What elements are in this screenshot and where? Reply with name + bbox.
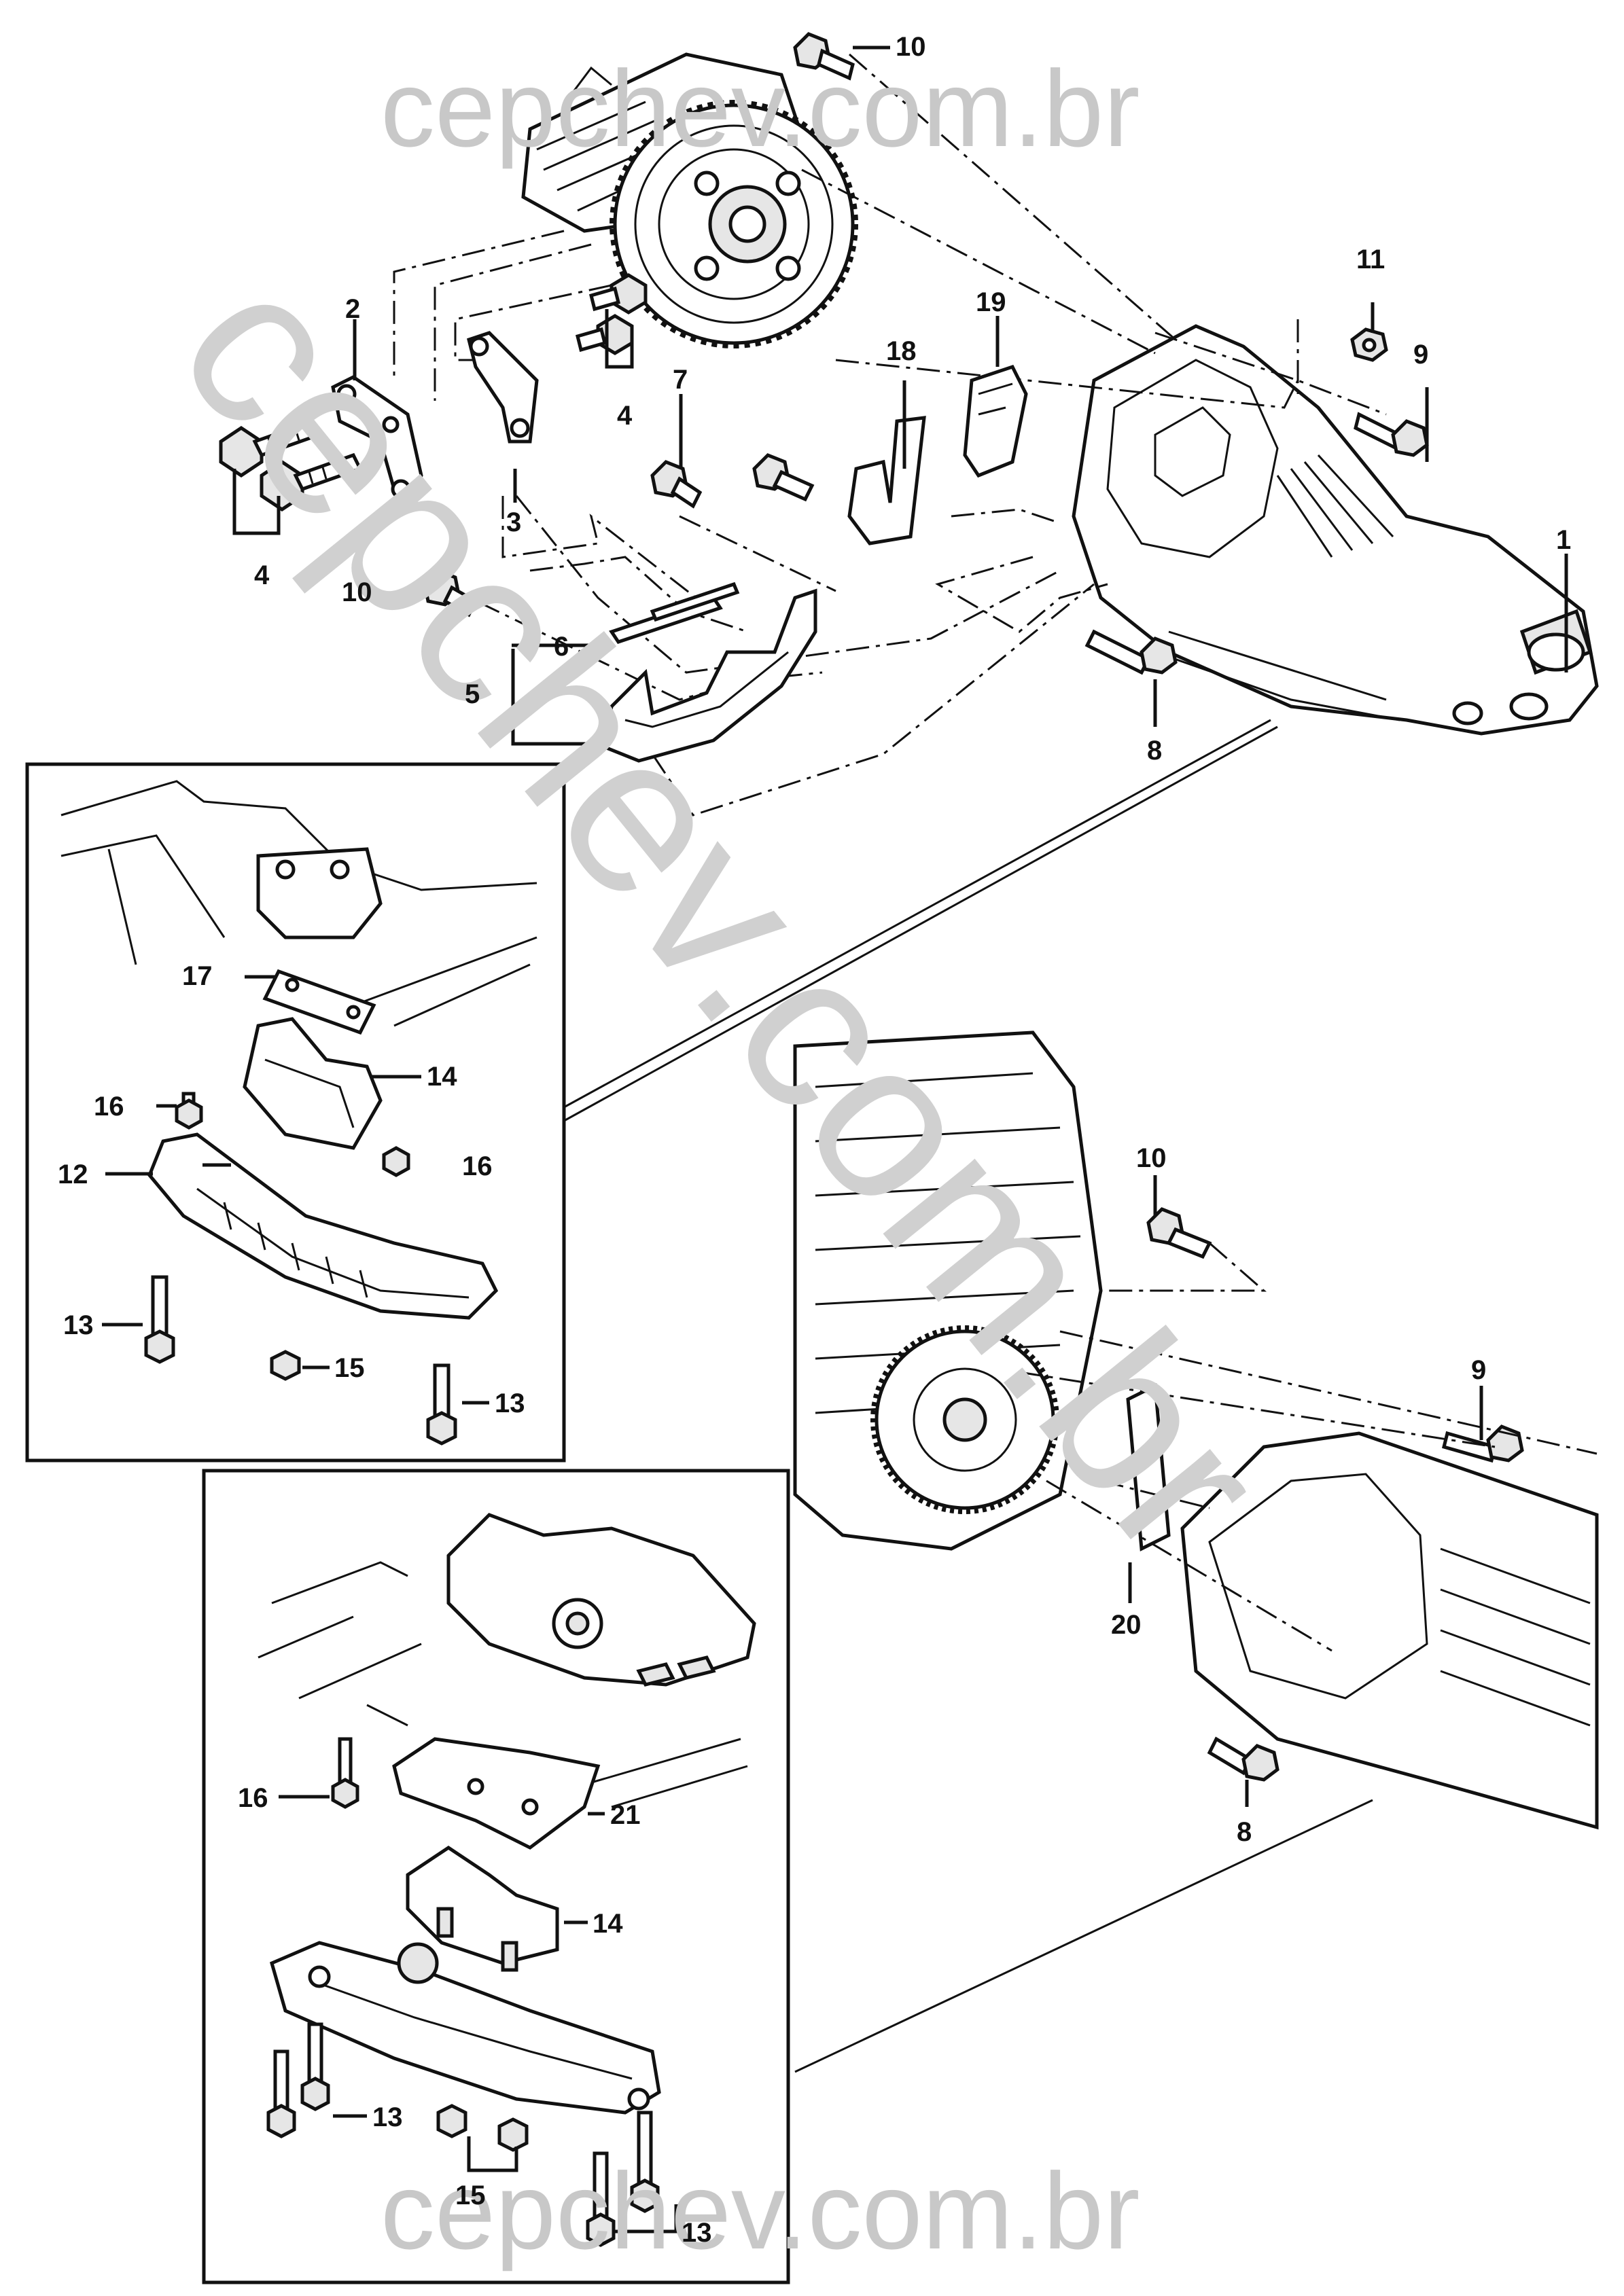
callout-10-top: 10 — [896, 32, 926, 62]
callout-8-top: 8 — [1147, 736, 1162, 766]
callout-13-left-b: 13 — [495, 1388, 525, 1418]
callout-13-bottom-b: 13 — [682, 2218, 712, 2248]
bolts-inset-left — [144, 1092, 457, 1446]
bolt-9-top — [1354, 412, 1429, 457]
bolt-4-left-b — [260, 452, 363, 512]
callout-6: 6 — [554, 632, 569, 662]
watermark-bottom: cepchev.com.br — [381, 2150, 1140, 2272]
callout-10-mid: 10 — [342, 577, 372, 607]
callout-19: 19 — [976, 287, 1006, 317]
engine-right — [793, 1030, 1103, 1551]
inset-bottom-body — [258, 1513, 756, 1808]
callout-2: 2 — [345, 294, 360, 324]
crossmember-12 — [147, 1132, 499, 1320]
transmission-right — [1180, 1431, 1599, 1830]
mount-14-bottom — [406, 1845, 559, 1972]
inset-leader-lines — [563, 719, 1373, 2073]
inset-left-body — [60, 780, 537, 1027]
callout-labels: 10 1 2 3 4 4 5 6 7 8 9 10 11 18 19 17 14… — [58, 32, 1571, 2248]
callout-4-right: 4 — [617, 401, 633, 431]
bolts-inset-bottom — [266, 1737, 660, 2247]
callout-13-bottom-a: 13 — [372, 2102, 403, 2132]
bolt-18 — [752, 453, 815, 502]
cover-5 — [603, 588, 817, 763]
callout-12: 12 — [58, 1160, 88, 1189]
cover-19 — [963, 364, 1028, 478]
callout-16-bottom: 16 — [238, 1783, 268, 1813]
callout-10-right: 10 — [1136, 1143, 1167, 1173]
bolt-10-top — [793, 32, 855, 81]
callout-16-left-b: 16 — [462, 1151, 493, 1181]
inset-frame-bottom — [202, 1469, 790, 2284]
inset-frame-left — [25, 762, 566, 1463]
insulator-17 — [262, 969, 376, 1035]
assembly-lines-right — [1019, 1242, 1597, 1652]
transmission-top — [1072, 324, 1599, 736]
bolt-8-top — [1084, 629, 1178, 675]
mount-14-left — [243, 1017, 383, 1150]
watermark-top: cepchev.com.br — [381, 48, 1140, 169]
callout-5: 5 — [465, 679, 480, 709]
callout-9-top: 9 — [1413, 340, 1428, 370]
callout-20: 20 — [1111, 1610, 1142, 1640]
callout-15-left: 15 — [334, 1353, 365, 1383]
callout-14-left: 14 — [427, 1062, 457, 1092]
callout-11: 11 — [1356, 245, 1385, 274]
nut-11 — [1350, 327, 1388, 362]
callout-8-right: 8 — [1237, 1817, 1252, 1847]
crossmember-bottom — [269, 1941, 661, 2115]
callout-15-bottom: 15 — [455, 2181, 486, 2210]
strips-6 — [609, 581, 740, 644]
bolt-7 — [650, 460, 703, 509]
callout-21: 21 — [610, 1800, 641, 1830]
bracket-2 — [331, 375, 423, 499]
spacer-20 — [1126, 1383, 1171, 1551]
callout-14-bottom: 14 — [593, 1909, 623, 1939]
bracket-3 — [467, 331, 539, 444]
callout-18: 18 — [886, 336, 917, 366]
bolt-4-right — [575, 273, 648, 355]
callout-16-left-a: 16 — [94, 1092, 124, 1122]
bolt-10-mid — [423, 569, 478, 617]
flexplate-top — [610, 100, 858, 348]
bolt-4-left-a — [219, 418, 322, 478]
callout-4-left: 4 — [254, 560, 270, 590]
callout-1: 1 — [1556, 525, 1571, 555]
callout-9-right: 9 — [1471, 1355, 1486, 1385]
insulator-21 — [392, 1737, 601, 1850]
callout-17: 17 — [182, 961, 213, 991]
bolts-right — [1146, 1207, 1524, 1782]
callout-13-left-a: 13 — [63, 1310, 94, 1340]
callout-7: 7 — [673, 365, 688, 395]
shield-18 — [847, 416, 926, 545]
callout-leaders — [102, 46, 1568, 2234]
callout-3: 3 — [506, 507, 521, 537]
